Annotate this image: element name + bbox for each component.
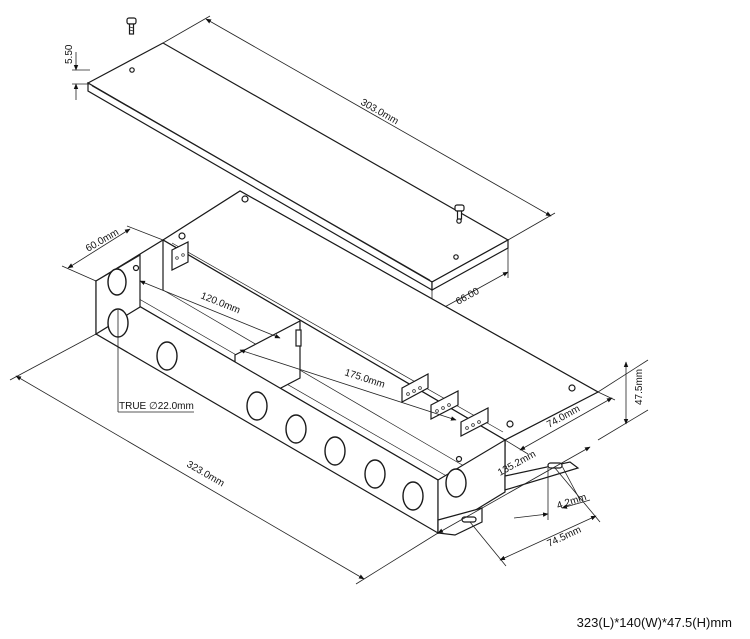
terminal-block: [460, 407, 489, 437]
dim-label-flange-spacing: 74.5mm: [546, 524, 583, 549]
knockout-hole: [285, 414, 307, 444]
knockout-hole: [107, 268, 127, 296]
lid-hole: [129, 67, 135, 73]
dim-label-knockout: TRUE ∅22.0mm: [119, 401, 194, 412]
dimension-height: 47.5mm: [597, 359, 649, 441]
dimension-screw-height: 5.50: [64, 44, 90, 100]
size-caption: 323(L)*140(W)*47.5(H)mm: [576, 615, 732, 630]
knockout-hole: [364, 459, 386, 489]
dim-label-lid-width: 66.00: [454, 286, 482, 308]
dim-label-screw-height: 5.50: [64, 44, 75, 64]
dim-label-box-depth: 60.0mm: [84, 227, 121, 255]
knockout-hole: [324, 436, 346, 466]
knockout-hole: [445, 468, 467, 498]
dim-label-height: 47.5mm: [634, 369, 645, 405]
knockout-hole: [246, 391, 268, 421]
box-top-panel: [161, 190, 600, 441]
terminal-block: [171, 241, 189, 271]
knockout-hole: [402, 481, 424, 511]
lid-hole: [453, 254, 459, 260]
dim-label-lid-length: 303.0mm: [359, 97, 401, 127]
screw-icon: [126, 17, 137, 35]
dim-label-overall-length: 323.0mm: [185, 459, 227, 489]
knockout-hole: [156, 341, 178, 371]
